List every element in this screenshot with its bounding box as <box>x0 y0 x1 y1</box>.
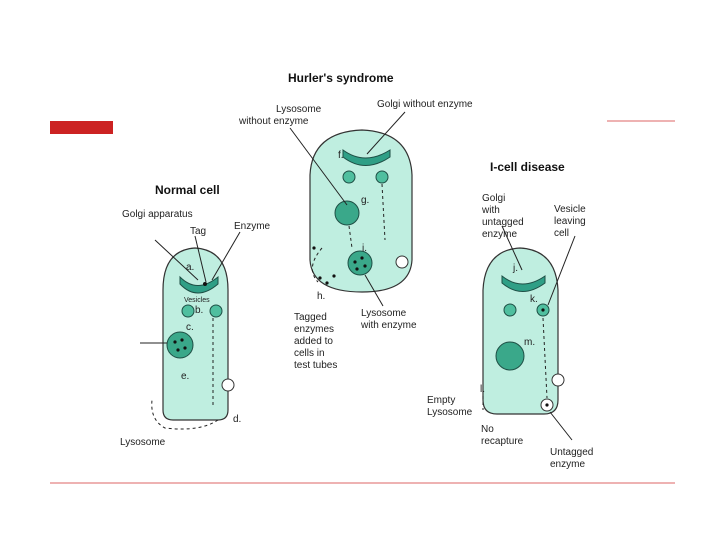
icell-title: I-cell disease <box>490 160 565 174</box>
label-vesicle-leaving-3: cell <box>554 228 569 239</box>
label-vesicles: Vesicles <box>184 297 210 304</box>
normal-vesicle-2 <box>210 305 222 317</box>
label-tagged-4: cells in <box>294 348 325 359</box>
label-golgi-untagged-4: enzyme <box>482 229 517 240</box>
label-no-recapture-1: No <box>481 424 494 435</box>
letter-h: h. <box>317 291 325 302</box>
diagram-title: Hurler's syndrome <box>288 71 394 85</box>
icell-cell <box>483 248 558 414</box>
label-lysosome-without-2: without enzyme <box>238 116 309 127</box>
label-tagged-2: enzymes <box>294 324 334 335</box>
label-tagged-5: test tubes <box>294 360 337 371</box>
letter-k: k. <box>530 294 538 305</box>
label-vesicle-leaving-2: leaving <box>554 216 586 227</box>
hurler-lysosome-filled <box>348 251 372 275</box>
label-golgi-untagged-1: Golgi <box>482 193 505 204</box>
label-no-recapture-2: recapture <box>481 436 524 447</box>
letter-e: e. <box>181 371 189 382</box>
icell-lysosome-empty <box>496 342 524 370</box>
normal-vesicle-1 <box>182 305 194 317</box>
normal-cell-pit <box>222 379 234 391</box>
label-lysosome-with-1: Lysosome <box>361 308 407 319</box>
label-lysosome-with-2: with enzyme <box>360 320 417 331</box>
normal-cell-title: Normal cell <box>155 183 220 197</box>
label-golgi-apparatus: Golgi apparatus <box>122 209 193 220</box>
label-tagged-3: added to <box>294 336 333 347</box>
label-golgi-without: Golgi without enzyme <box>377 99 473 110</box>
label-empty-lysosome-1: Empty <box>427 395 455 406</box>
label-untagged-enzyme-2: enzyme <box>550 459 585 470</box>
normal-enzyme-dot <box>203 282 207 286</box>
label-untagged-enzyme-1: Untagged <box>550 447 593 458</box>
icell-vesicle-1 <box>504 304 516 316</box>
hurler-vesicle-1 <box>343 171 355 183</box>
label-vesicle-leaving-1: Vesicle <box>554 204 586 215</box>
letter-a: a. <box>186 262 194 273</box>
letter-i: i. <box>362 243 367 254</box>
label-golgi-untagged-2: with <box>481 205 500 216</box>
label-tagged-1: Tagged <box>294 312 327 323</box>
diagram-panel: Hurler's syndrome Normal cell Golgi appa… <box>113 62 607 474</box>
hurler-vesicle-2 <box>376 171 388 183</box>
normal-lysosome <box>167 332 193 358</box>
letter-g: g. <box>361 195 369 206</box>
letter-f: f. <box>338 150 344 161</box>
icell-cell-pit <box>552 374 564 386</box>
label-golgi-untagged-3: untagged <box>482 217 524 228</box>
hurler-cell-pit <box>396 256 408 268</box>
letter-l: l. <box>480 384 485 395</box>
letter-c: c. <box>186 322 194 333</box>
label-enzyme: Enzyme <box>234 221 271 232</box>
letter-j: j. <box>512 263 518 274</box>
letter-b: b. <box>195 305 203 316</box>
letter-d: d. <box>233 414 241 425</box>
label-empty-lysosome-2: Lysosome <box>427 407 473 418</box>
letter-m: m. <box>524 337 535 348</box>
label-tag: Tag <box>190 226 206 237</box>
label-lysosome-without-1: Lysosome <box>276 104 322 115</box>
label-lysosome: Lysosome <box>120 437 166 448</box>
